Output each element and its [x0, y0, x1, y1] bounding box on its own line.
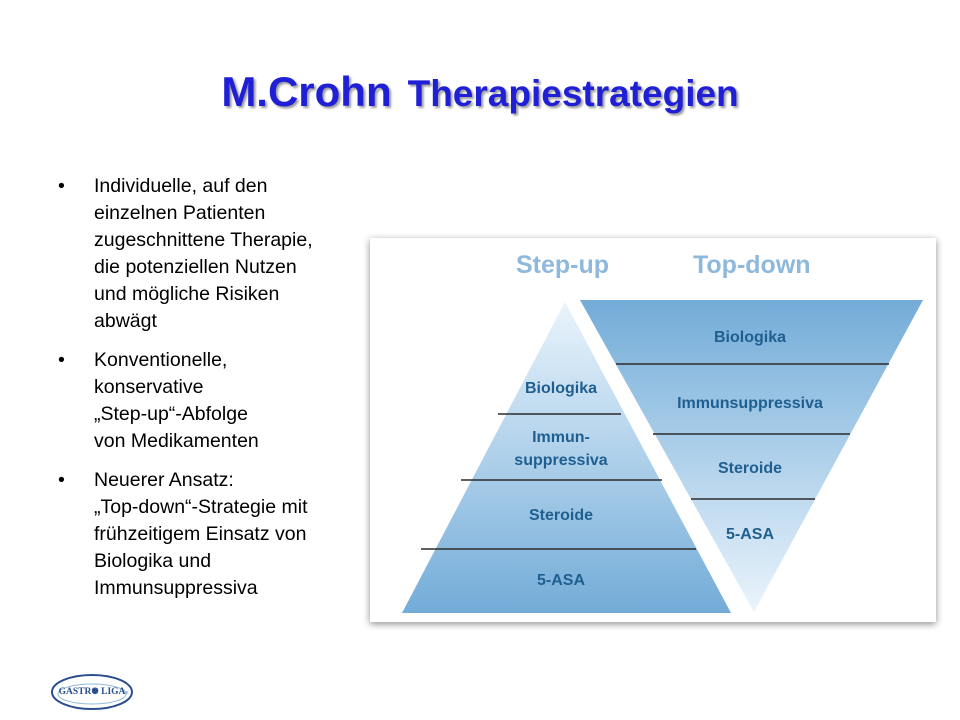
top-down-level-5asa: 5-ASA — [726, 526, 774, 543]
top-down-level-immunsuppressiva: Immunsuppressiva — [677, 395, 823, 412]
bullet-dot: • — [58, 349, 65, 371]
therapy-strategy-diagram: Step-up Top-down Biologika Immun- suppre… — [370, 238, 936, 622]
step-up-level-biologika: Biologika — [525, 380, 597, 397]
diagram-canvas: Step-up Top-down Biologika Immun- suppre… — [402, 251, 923, 613]
gastro-liga-logo: GASTRO LIGA e.V. — [51, 674, 133, 710]
top-down-level-steroide: Steroide — [718, 460, 782, 477]
title-main: M.Crohn — [221, 68, 392, 115]
step-up-level-steroide: Steroide — [529, 507, 593, 524]
step-up-pyramid — [402, 302, 731, 613]
slide-title: M.Crohn Therapiestrategien — [0, 68, 960, 116]
logo-suffix: e.V. — [123, 690, 129, 695]
logo-ring — [51, 674, 133, 710]
logo-inner-ring — [57, 683, 127, 705]
bullet-item: • Konventionelle, konservative „Step-up“… — [58, 347, 366, 455]
bullet-item: • Individuelle, auf den einzelnen Patien… — [58, 173, 366, 335]
top-down-pyramid — [580, 300, 923, 612]
bullet-list: • Individuelle, auf den einzelnen Patien… — [58, 173, 366, 614]
top-down-level-biologika: Biologika — [714, 329, 786, 346]
step-up-heading: Step-up — [516, 251, 609, 279]
title-sub: Therapiestrategien — [407, 73, 739, 114]
step-up-level-immun: Immun- — [532, 429, 590, 446]
bullet-text: Neuerer Ansatz: „Top-down“-Strategie mit… — [94, 469, 308, 599]
step-up-level-suppressiva: suppressiva — [514, 452, 607, 469]
logo-text: GASTRO LIGA — [59, 687, 126, 697]
step-up-level-5asa: 5-ASA — [537, 572, 585, 589]
logo-dot-icon — [92, 688, 98, 694]
bullet-item: • Neuerer Ansatz: „Top-down“-Strategie m… — [58, 467, 366, 602]
top-down-heading: Top-down — [693, 251, 811, 279]
bullet-dot: • — [58, 469, 65, 491]
bullet-text: Individuelle, auf den einzelnen Patiente… — [94, 175, 313, 332]
bullet-text: Konventionelle, konservative „Step-up“-A… — [94, 349, 259, 452]
bullet-dot: • — [58, 175, 65, 197]
